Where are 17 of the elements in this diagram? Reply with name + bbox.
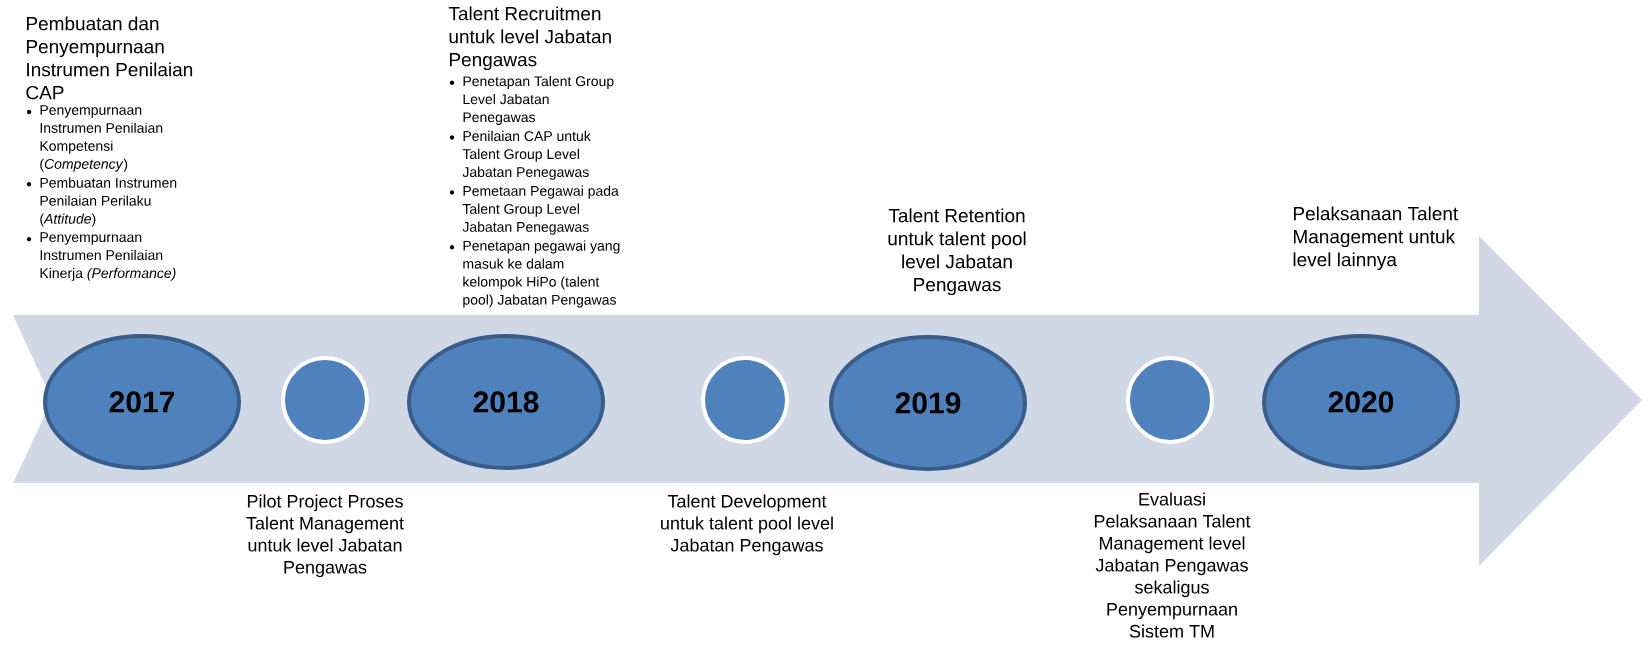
milestone-text: Talent Development untuk talent pool level Jabatan Pengawas (661, 494, 833, 556)
milestone-circle (281, 356, 369, 444)
bullet-item: Pemetaan Pegawai pada Talent Group Level Jabatan Penegawas (449, 185, 619, 235)
milestone-circle (701, 356, 789, 444)
milestone-text: Talent Retention untuk talent pool level Jabatan Pengawas (888, 208, 1026, 296)
milestone-heading: Talent Recruitmen untuk level Jabatan Pengawas (448, 6, 611, 71)
bullet-item: Penetapan pegawai yang masuk ke dalam kelompok HiPo (talent pool) Jabatan Pengawas (449, 240, 620, 308)
bullet-item: Penyempurnaan Instrumen Penilaian Kinerja (Performance) (26, 232, 176, 281)
milestone-circle (1126, 356, 1214, 444)
bullet-item: Pembuatan Instrumen Penilaian Perilaku (Attitude) (26, 177, 177, 227)
bullet-item: Penyempurnaan Instrumen Penilaian Kompetensi (Competency) (26, 105, 163, 172)
bullet-item: Penetapan Talent Group Level Jabatan Penegawas (449, 75, 614, 125)
milestone-text: Pilot Project Proses Talent Management untuk level Jabatan Pengawas (246, 494, 404, 578)
milestone-heading: Pembuatan dan Penyempurnaan Instrumen Penilaian CAP (26, 16, 193, 100)
bullet-item: Penilaian CAP untuk Talent Group Level Jabatan Penegawas (449, 130, 591, 180)
milestone-text: Pelaksanaan Talent Management untuk level lainnya (1293, 206, 1459, 271)
milestone-text: Evaluasi Pelaksanaan Talent Management level Jabatan Pengawas sekaligus Penyempurnaan Sistem TM (1094, 492, 1251, 638)
